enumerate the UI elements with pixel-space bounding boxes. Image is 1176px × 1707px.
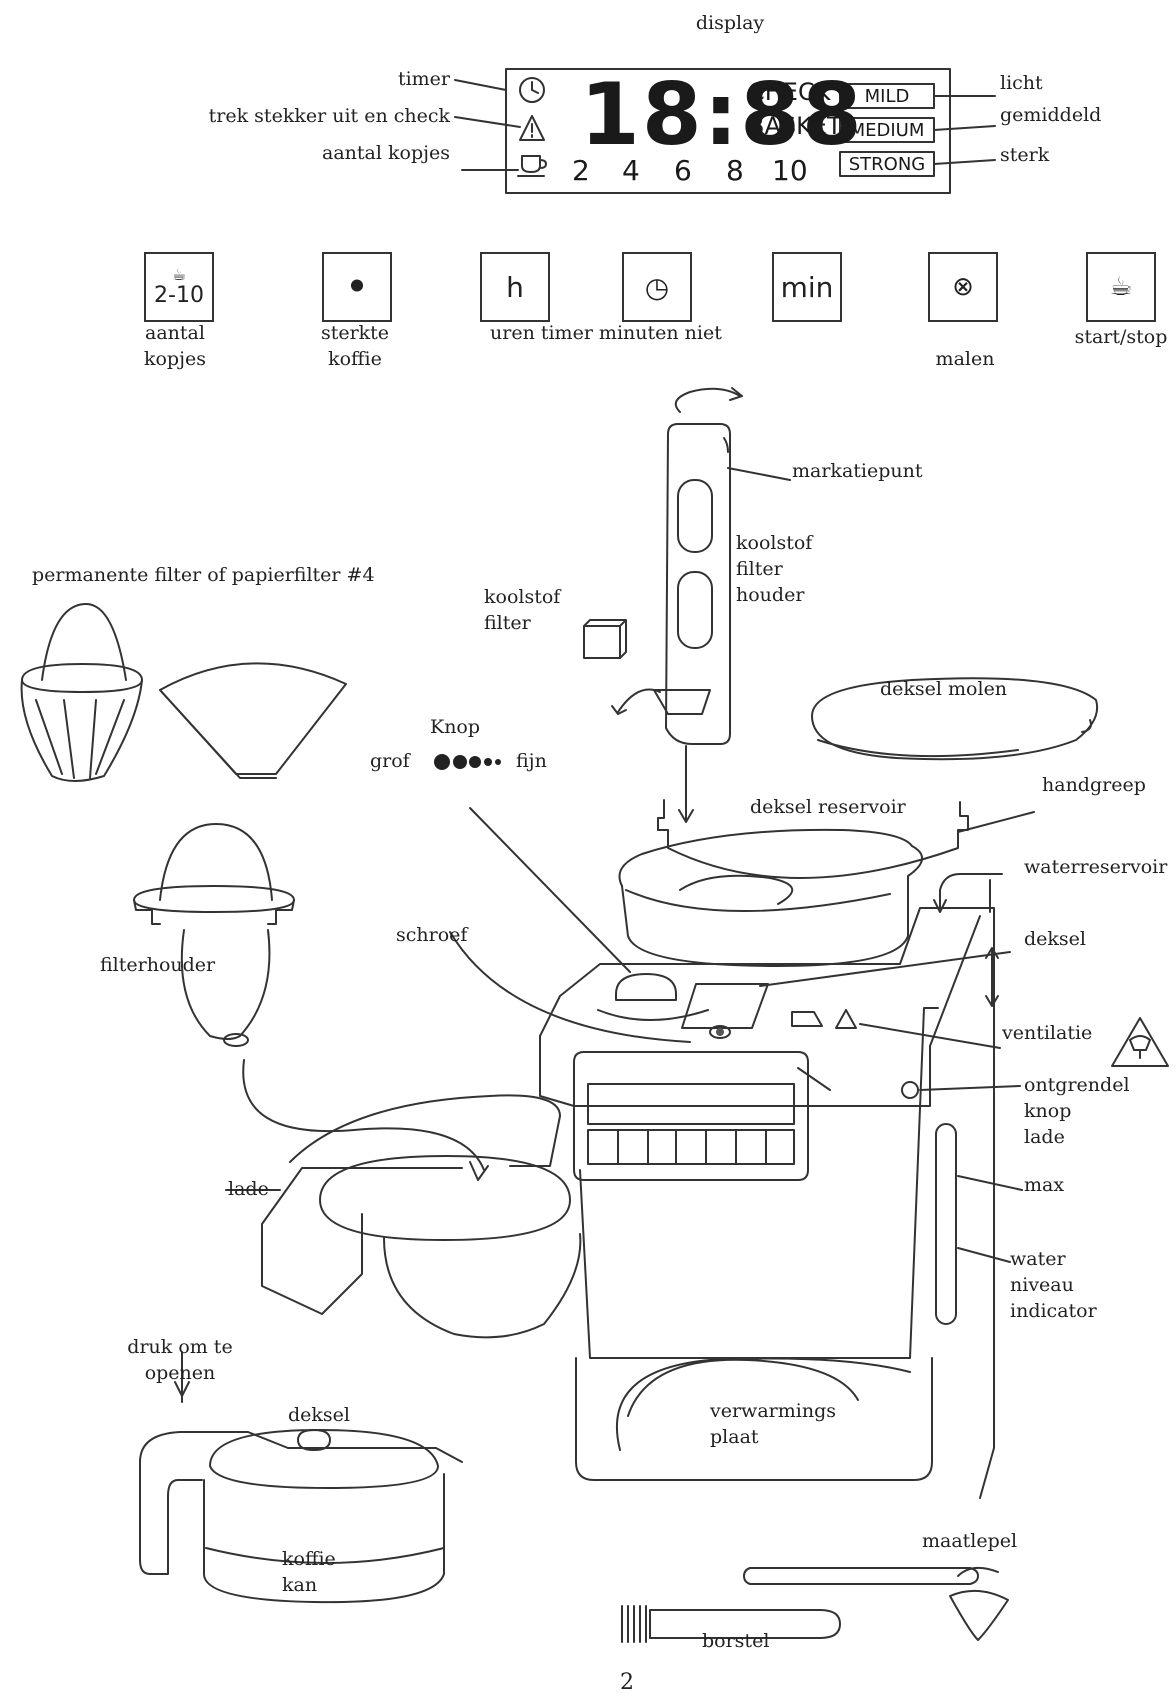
measuring-spoon: [743, 1567, 979, 1585]
paper-filter: [159, 662, 347, 775]
grinder-icon: ⊗: [952, 272, 974, 302]
label-unplug-check: trek stekker uit en check: [208, 105, 450, 127]
label-start-stop: start/stop: [1074, 326, 1168, 348]
label-water-reservoir: waterreservoir: [1024, 856, 1168, 878]
label-handle: handgreep: [1042, 774, 1146, 796]
lcd-strong: STRONG: [848, 154, 926, 175]
lcd-mild: MILD: [864, 86, 910, 107]
lcd-digits: 18:88: [580, 65, 864, 165]
label-release-button: ontgrendel knop lade: [1024, 1074, 1130, 1148]
hours-button: h: [480, 252, 550, 322]
label-heating-plate: verwarmings plaat: [710, 1400, 836, 1448]
lcd-medium: MEDIUM: [849, 120, 925, 141]
hours-button-glyph: h: [506, 270, 524, 304]
label-brush: borstel: [702, 1630, 770, 1652]
label-medium: gemiddeld: [1000, 104, 1102, 126]
display-title: display: [695, 12, 765, 34]
label-cups-button: aantal kopjes: [143, 322, 206, 370]
label-press-to-open: druk om te openen: [127, 1336, 233, 1384]
strength-button: ⚫: [322, 252, 392, 322]
label-timer: timer: [397, 68, 450, 90]
label-strong: sterk: [1000, 144, 1050, 166]
lcd-warning-icon: [519, 115, 545, 141]
reservoir-lid-outline: [657, 799, 969, 879]
lcd-cup-icon: [521, 155, 547, 173]
lcd-basket: BASKET: [748, 112, 842, 140]
label-strength-button: sterkte koffie: [320, 322, 390, 370]
label-water-level: water niveau indicator: [1010, 1248, 1097, 1322]
label-grinder-lid: deksel molen: [880, 678, 1008, 700]
lcd-cup-6: 6: [674, 154, 692, 187]
brush-bristles: [621, 1605, 647, 1643]
lcd-cup-4: 4: [622, 154, 640, 187]
clock-icon: ◷: [644, 270, 670, 304]
minutes-button: min: [772, 252, 842, 322]
label-filter-holder: filterhouder: [100, 954, 216, 976]
water-reservoir-outline: [618, 828, 923, 967]
lcd-timer-icon: [519, 77, 545, 103]
steaming-cup-icon: ☕: [1109, 272, 1133, 302]
cups-button-glyph: 2-10: [154, 283, 204, 308]
label-carbon-holder: koolstof filter houder: [736, 532, 813, 606]
label-number-of-cups: aantal kopjes: [322, 142, 450, 164]
coffee-beans-icon: ⚫: [346, 272, 368, 302]
label-permanent-filter: permanente filter of papierfilter #4: [32, 564, 375, 586]
machine-top-outline: [539, 907, 995, 1499]
label-max: max: [1024, 1174, 1065, 1196]
label-drawer: lade: [228, 1178, 269, 1200]
lcd-check: CHECK: [748, 78, 831, 106]
label-lid: deksel: [1024, 928, 1086, 950]
label-screw: schroef: [396, 924, 468, 946]
drawer-outline: [289, 1094, 561, 1167]
label-coarse: grof: [370, 750, 410, 772]
cup-icon: ☕: [171, 265, 187, 284]
label-carafe: koffie kan: [282, 1548, 336, 1596]
label-ventilation: ventilatie: [1002, 1022, 1093, 1044]
page-number: 2: [620, 1670, 634, 1695]
grind-dots: [434, 754, 501, 770]
lcd-cup-2: 2: [572, 154, 590, 187]
grind-button: ⊗: [928, 252, 998, 322]
start-stop-button: ☕: [1086, 252, 1156, 322]
cups-button: ☕ 2-10: [144, 252, 214, 322]
carbon-holder-outline: [665, 423, 731, 745]
label-light: licht: [1000, 72, 1043, 94]
label-grind-button: malen: [935, 348, 995, 370]
label-measuring-spoon: maatlepel: [922, 1530, 1018, 1552]
label-carbon-filter: koolstof filter: [484, 586, 561, 634]
lcd-cup-8: 8: [726, 154, 744, 187]
label-marker: markatiepunt: [792, 460, 923, 482]
label-knob: Knop: [430, 716, 481, 738]
lcd-frame: [505, 68, 951, 194]
timer-button: ◷: [622, 252, 692, 322]
label-reservoir-lid: deksel reservoir: [750, 796, 906, 818]
label-fine: fijn: [516, 750, 547, 772]
grinder-lid-outline: [811, 677, 1098, 761]
label-carafe-lid: deksel: [288, 1404, 350, 1426]
grind-knob: [615, 973, 677, 1001]
lcd-cup-10: 10: [772, 154, 808, 187]
minutes-button-glyph: min: [780, 270, 834, 304]
carafe-outline: [139, 1431, 463, 1463]
label-timer-buttons: uren timer minuten niet: [490, 322, 722, 344]
